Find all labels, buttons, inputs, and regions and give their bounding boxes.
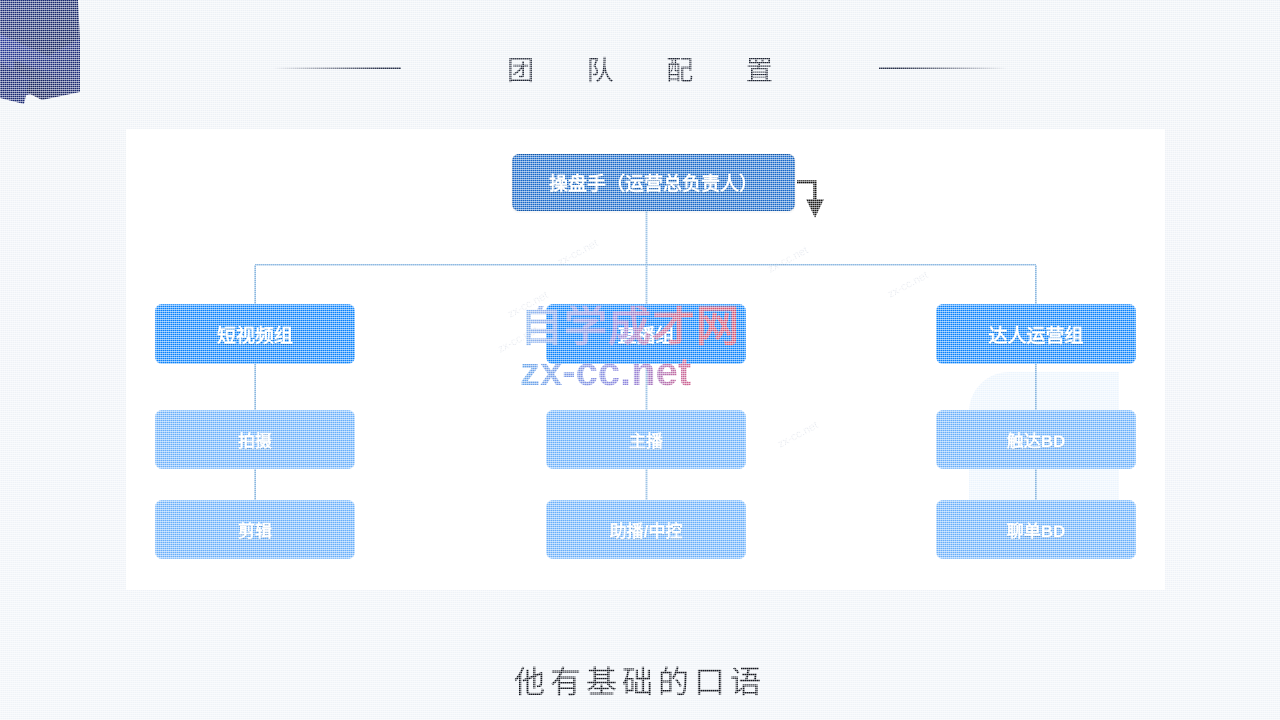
subtitle-caption: 他有基础的口语 [514, 665, 766, 701]
node-group-short-video[interactable]: 短视频组 [155, 304, 355, 364]
down-arrow-cursor-icon [797, 180, 824, 218]
node-leaf-host[interactable]: 主播 [546, 410, 746, 469]
node-group-live-stream[interactable]: 直播组 [546, 304, 746, 364]
connector-lines [254, 211, 1037, 500]
node-leaf-chat-bd[interactable]: 聊单BD [936, 500, 1136, 559]
node-root[interactable]: 操盘手（运营总负责人） [512, 154, 795, 211]
node-leaf-editing[interactable]: 剪辑 [155, 500, 355, 559]
node-group-influencer-ops[interactable]: 达人运营组 [936, 304, 1136, 364]
org-chart: zx-cc.net zx-cc.net zx-cc.net zx-cc.net … [126, 129, 1165, 590]
corner-ribbon-decoration [0, 0, 80, 104]
page-title: 团 队 配 置 [507, 55, 795, 87]
slide-title-row: 团 队 配 置 [0, 40, 1280, 96]
node-leaf-assistant-host[interactable]: 助播/中控 [546, 500, 746, 559]
title-rule-right [878, 67, 1007, 69]
node-leaf-filming[interactable]: 拍摄 [155, 410, 355, 469]
node-leaf-outreach-bd[interactable]: 触达BD [936, 410, 1136, 469]
title-rule-left [273, 67, 402, 69]
